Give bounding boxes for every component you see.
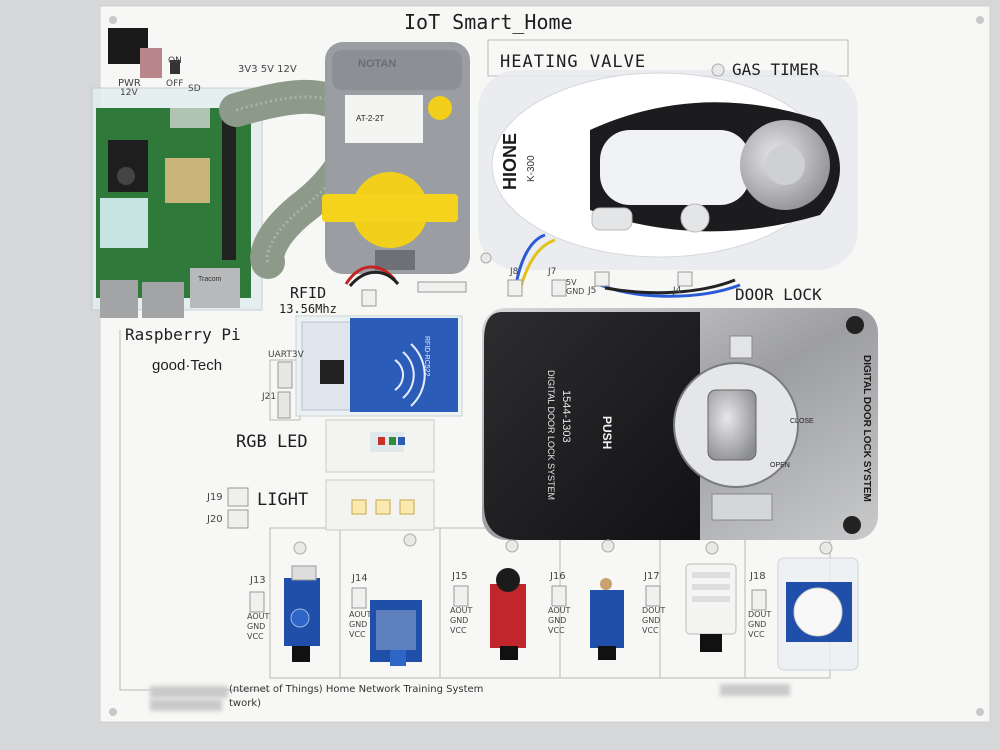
footer-redacted-1 — [150, 686, 228, 698]
raspberry-pi — [91, 87, 263, 318]
j21-label: J21 — [262, 392, 277, 402]
light-label: LIGHT — [257, 490, 309, 510]
door-lock-close: CLOSE — [790, 418, 814, 425]
j15-pins: AOUT GND VCC — [450, 606, 473, 635]
j17-label: J17 — [644, 571, 660, 582]
rgb-led-label: RGB LED — [236, 432, 308, 452]
on-label: ON — [168, 56, 182, 66]
gas-timer-label: GAS TIMER — [732, 60, 819, 79]
j13-pins: AOUT GND VCC — [247, 612, 270, 641]
rfid-module-model: RFID-RC522 — [423, 336, 430, 377]
gas-timer-device — [478, 70, 858, 270]
j5-label: J5 — [588, 286, 597, 296]
j7-label: J7 — [548, 267, 557, 277]
footer-redacted-3 — [720, 684, 790, 696]
rfid-module — [295, 315, 463, 417]
door-lock-model: 1544-1303 — [560, 390, 572, 443]
j14-label: J14 — [352, 573, 368, 584]
rfid-label: RFID — [290, 284, 327, 302]
brand-label: good·Tech — [152, 357, 223, 374]
footer-line1: (nternet of Things) Home Network Trainin… — [229, 684, 484, 695]
door-lock-device — [482, 308, 878, 540]
sensor-modules — [284, 557, 859, 671]
j20-label: J20 — [207, 514, 223, 525]
power-jack — [108, 28, 180, 78]
pwr-12v-label: 12V — [120, 88, 138, 98]
j7-5v-gnd-label: 5V GND — [566, 278, 585, 296]
valve-brand: NOTAN — [358, 58, 397, 70]
j16-pins: AOUT GND VCC — [548, 606, 571, 635]
j16-label: J16 — [550, 571, 566, 582]
j17-pins: DOUT GND VCC — [642, 606, 666, 635]
j13-label: J13 — [250, 575, 266, 586]
door-lock-label: DOOR LOCK — [735, 285, 822, 304]
raspberry-pi-label: Raspberry Pi — [125, 325, 241, 344]
j8-label: J8 — [510, 267, 519, 277]
j18-pins: DOUT GND VCC — [748, 610, 772, 639]
j18-label: J18 — [750, 571, 766, 582]
door-lock-system-text: DIGITAL DOOR LOCK SYSTEM — [546, 370, 556, 501]
rfid-frequency-label: 13.56Mhz — [279, 302, 337, 316]
heating-valve-actuator — [322, 42, 470, 274]
door-lock-side-text: DIGITAL DOOR LOCK SYSTEM — [861, 355, 872, 502]
sd-label: SD — [188, 84, 201, 94]
valve-model: AT-2-2T — [356, 114, 385, 123]
j4-label: J4 — [673, 286, 682, 296]
heating-valve-label: HEATING VALVE — [500, 52, 647, 72]
rgb-led-board — [325, 419, 435, 473]
gas-timer-brand: HIONE — [500, 132, 520, 190]
j19-label: J19 — [207, 492, 223, 503]
door-lock-push: PUSH — [600, 416, 614, 450]
j15-label: J15 — [452, 571, 468, 582]
uart-label: UART3V — [268, 350, 304, 360]
pwr-label: PWR — [118, 78, 141, 89]
footer-line2: twork) — [229, 698, 262, 709]
board-title: IoT Smart_Home — [404, 10, 573, 34]
j14-pins: AOUT GND VCC — [349, 610, 372, 639]
door-lock-open: OPEN — [770, 462, 790, 469]
light-board — [325, 479, 435, 531]
off-label: OFF — [166, 79, 184, 89]
pi-chip-label: Tracom — [198, 276, 222, 283]
footer-redacted-2 — [150, 699, 222, 711]
gas-timer-model: K-300 — [526, 155, 537, 182]
rails-label: 3V3 5V 12V — [238, 64, 297, 75]
